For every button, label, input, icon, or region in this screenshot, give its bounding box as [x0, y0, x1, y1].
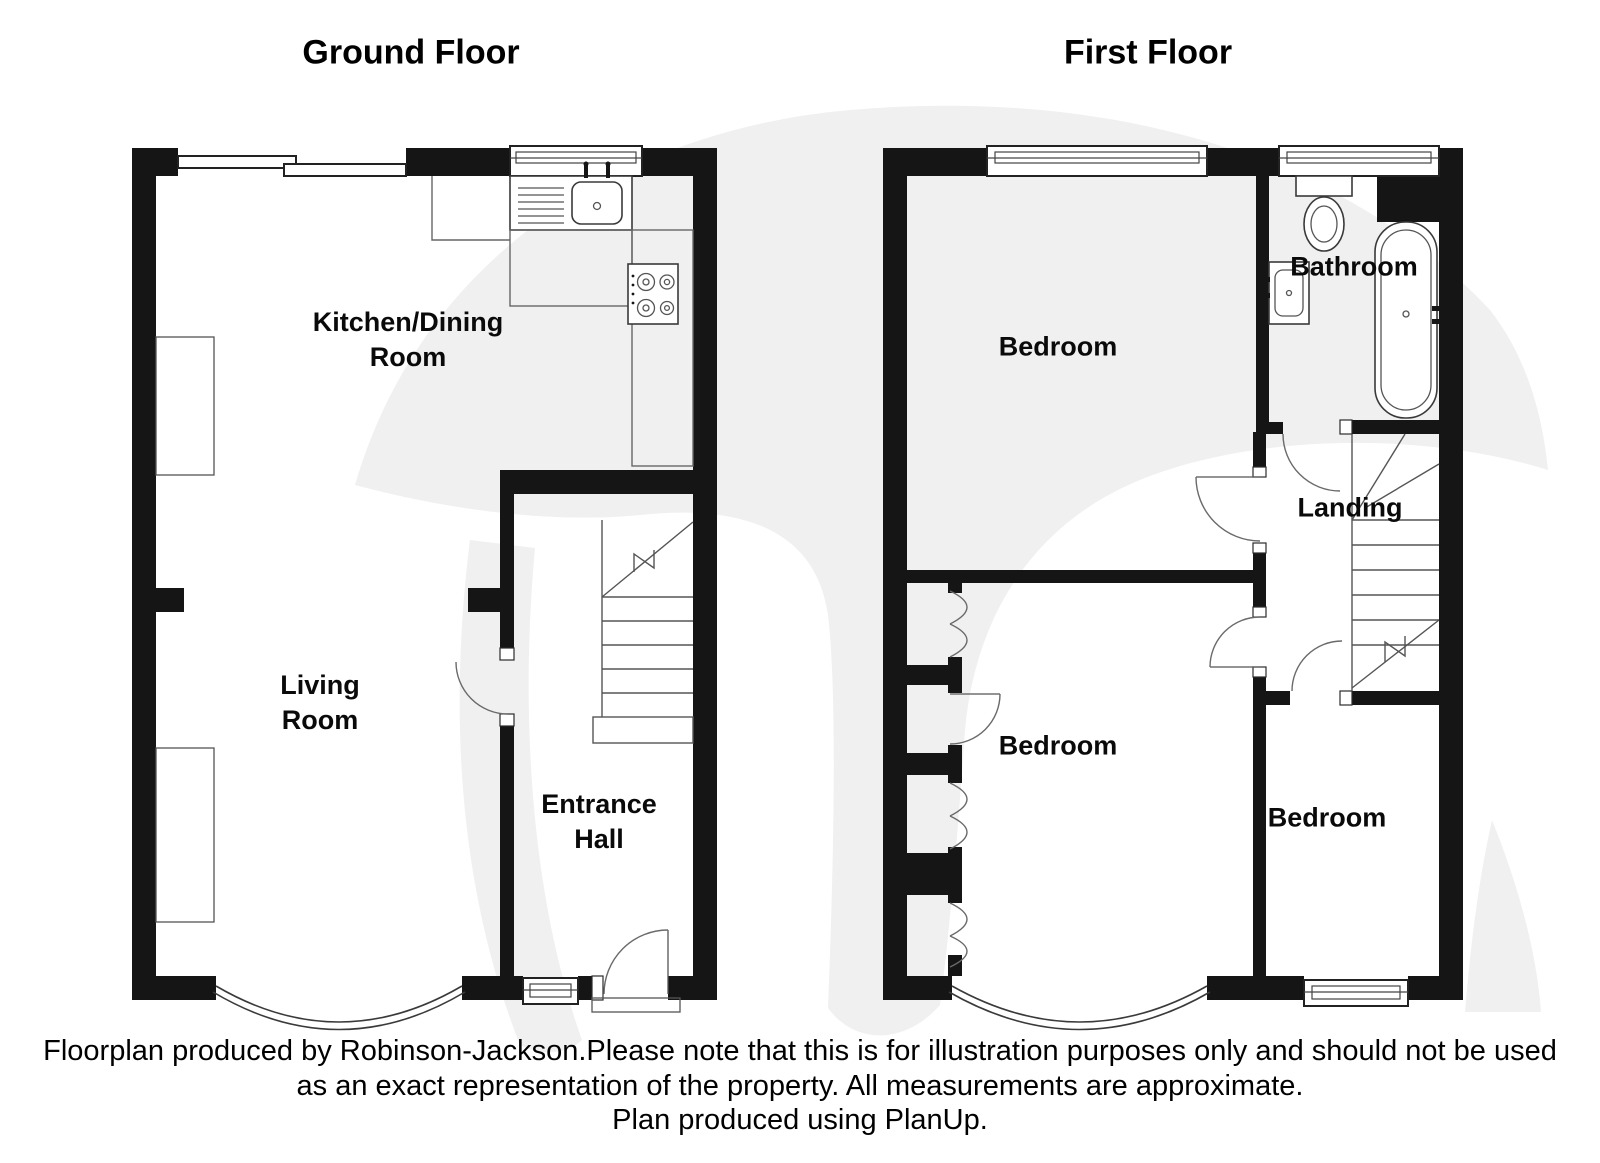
disclaimer-line-1: Floorplan produced by Robinson-Jackson.P…	[43, 1035, 1557, 1067]
front-door-sidelight	[522, 977, 579, 1005]
tap-icon	[1261, 277, 1270, 282]
window	[177, 155, 297, 169]
kitchen-hob	[627, 263, 679, 325]
tap-icon	[1432, 306, 1443, 311]
bedroom3-window	[1303, 979, 1409, 1007]
bedroom1-door	[1195, 476, 1261, 542]
gf-windows	[177, 145, 643, 1005]
ff-bay-window	[948, 985, 1211, 1031]
room-label-bedroom-3: Bedroom	[1267, 802, 1387, 833]
window	[283, 163, 407, 177]
ff-door-jamb	[1252, 542, 1267, 554]
room-label-entrance-hall: Entrance Hall	[541, 789, 657, 854]
staircase-up	[592, 520, 694, 744]
room-label-bedroom-1: Bedroom	[998, 331, 1118, 362]
room-label-kitchen-dining: Kitchen/Dining Room	[312, 307, 504, 372]
tap-icon	[606, 165, 610, 178]
ground-floor-title: Ground Floor	[302, 33, 520, 72]
front-door	[591, 929, 681, 1013]
gf-walls	[132, 148, 717, 1000]
living-room-unit	[155, 747, 215, 923]
toilet	[1295, 175, 1353, 252]
tap-icon	[584, 165, 588, 178]
staircase-down	[1351, 433, 1440, 691]
gf-door-jamb	[499, 647, 515, 661]
bedroom-window	[986, 145, 1208, 177]
room-label-living-room: Living Room	[280, 670, 360, 735]
bathroom-door-arc	[1282, 433, 1341, 492]
wash-basin	[1261, 261, 1310, 325]
bathroom-void-block	[1377, 176, 1439, 222]
gf-front-door-jamb	[591, 975, 604, 1001]
room-label-bathroom: Bathroom	[1290, 251, 1418, 282]
ff-doors	[1195, 433, 1343, 692]
ff-door-jamb	[1252, 606, 1267, 618]
ff-door-jamb	[1252, 666, 1267, 678]
room-label-landing: Landing	[1297, 492, 1403, 523]
tap-icon	[1432, 319, 1443, 324]
gf-bay-window	[212, 985, 466, 1031]
hall-door-arc	[455, 661, 509, 715]
kitchen-window	[509, 145, 643, 177]
disclaimer-text: Floorplan produced by Robinson-Jackson.P…	[0, 1034, 1600, 1138]
tap-icon	[1261, 293, 1270, 298]
bedroom3-door-arc	[1291, 640, 1343, 692]
room-label-bedroom-2: Bedroom	[998, 730, 1118, 761]
built-in-cupboards	[949, 590, 1001, 968]
ff-walls	[883, 148, 1463, 1000]
kitchen-sink	[509, 161, 633, 231]
bathroom-window	[1278, 145, 1440, 177]
ground-floor-plan	[132, 145, 717, 1031]
ff-windows	[986, 145, 1440, 1007]
first-floor-plan	[883, 145, 1463, 1031]
ff-door-jamb	[1339, 690, 1353, 706]
disclaimer-line-2: as an exact representation of the proper…	[296, 1069, 1304, 1102]
first-floor-title: First Floor	[1063, 33, 1233, 72]
ff-door-jamb	[1339, 419, 1353, 435]
door-threshold	[591, 997, 681, 1013]
disclaimer-line-3: Plan produced using PlanUp.	[612, 1104, 988, 1136]
bedroom2-door	[1209, 616, 1261, 668]
bathtub	[1374, 221, 1443, 419]
kitchen-unit	[155, 336, 215, 476]
ff-door-jamb	[1252, 466, 1267, 478]
gf-door-jamb	[499, 713, 515, 727]
